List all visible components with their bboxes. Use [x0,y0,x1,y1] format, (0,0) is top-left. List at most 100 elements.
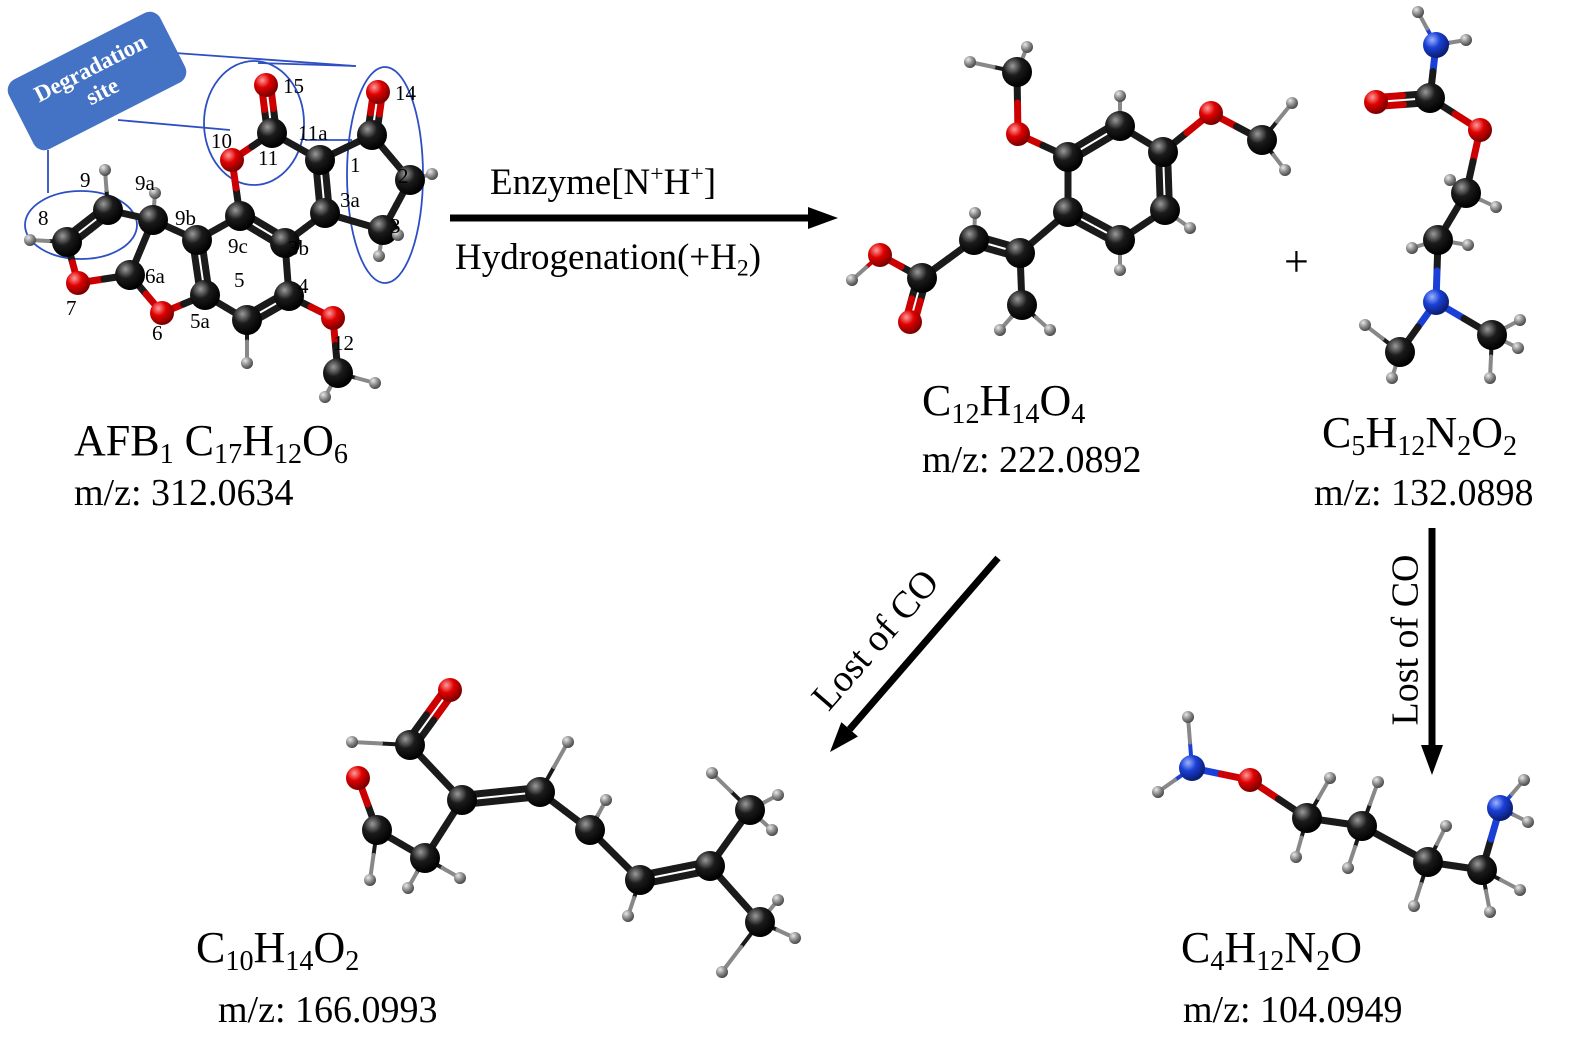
product1-atom-carbon [1247,125,1277,155]
product2-atom-carbon [1385,337,1415,367]
product3-atom-carbon [625,865,655,895]
afb1-formula: AFB1 C17H12O6 [74,416,348,469]
product3-atom-hydrogen [789,932,801,944]
product3-atom-carbon [735,795,765,825]
afb1-atom-hydrogen [24,234,36,246]
product1-atom-hydrogen [1021,41,1033,53]
plus-sign: + [1284,237,1309,286]
product4-mz: m/z: 104.0949 [1183,989,1403,1031]
afb1-atom-number: 9c [228,234,248,258]
product1-atom-oxygen [1006,122,1030,146]
product2-mz: m/z: 132.0898 [1314,472,1534,514]
product2-atom-hydrogen [1512,342,1524,354]
p4-c-n: 4 [1210,945,1225,977]
afb1-c: C [184,416,215,465]
hydrogenation-sub: 2 [736,255,749,282]
product1-atom-hydrogen [1114,90,1126,102]
product1-atom-hydrogen [1286,97,1298,109]
hydrogenation-label: Hydrogenation(+H2) [455,238,761,281]
afb1-atom-carbon [115,260,145,290]
afb1-atom-number: 3 [390,214,401,238]
afb1-atom-hydrogen [426,168,438,180]
afb1-atom-carbon [323,358,353,388]
product2-atom-nitrogen [1423,32,1449,58]
product4-atom-carbon [1467,855,1497,885]
product4-atom-hydrogen [1152,786,1164,798]
atoms [24,6,1534,978]
product4-formula: C4H12N2O [1181,923,1363,977]
afb1-atom-number: 11 [258,146,278,170]
product4-atom-hydrogen [1518,774,1530,786]
afb1-atom-oxygen [150,301,174,325]
product3-atom-carbon [575,815,605,845]
afb1-atom-number: 4 [298,274,309,298]
product3-atom-carbon [410,843,440,873]
afb1-atom-number: 6a [145,264,166,288]
product3-atom-hydrogen [622,910,634,922]
product4-atom-hydrogen [1440,820,1452,832]
product3-atom-carbon [362,815,392,845]
afb1-atom-number: 3b [288,236,309,260]
product4-atom-hydrogen [1408,900,1420,912]
afb1-atom-carbon [305,145,335,175]
afb1-h: H [242,416,274,465]
product4-atom-carbon [1347,811,1377,841]
loss-co-arrow-left-shaft [846,555,1001,732]
product4-atom-hydrogen [1290,851,1302,863]
product1-atom-carbon [1002,57,1032,87]
enzyme-close: ] [703,162,717,203]
product4-atom-hydrogen [1342,862,1354,874]
product3-atom-hydrogen [706,767,718,779]
product3-atom-hydrogen [562,736,574,748]
afb1-atom-carbon [138,205,168,235]
afb1-atom-hydrogen [373,250,385,262]
afb1-atom-number: 5a [190,309,211,333]
annotation-connector [117,119,231,131]
afb1-atom-number: 1 [350,153,361,177]
product3-atom-hydrogen [772,789,784,801]
product2-atom-hydrogen [1514,314,1526,326]
product4-atom-hydrogen [1182,711,1194,723]
product1-atom-hydrogen [964,56,976,68]
product1-atom-oxygen [898,310,922,334]
product2-atom-nitrogen [1423,289,1449,315]
afb1-atom-carbon [190,280,220,310]
afb1-atom-carbon [52,227,82,257]
afb1-h-n: 12 [273,438,303,470]
product1-atom-hydrogen [969,207,981,219]
product4-atom-hydrogen [1522,816,1534,828]
enzyme-h: H [663,162,691,203]
product2-atom-hydrogen [1490,201,1502,213]
afb1-atom-number: 9 [80,168,91,192]
reaction-arrows [450,207,1443,775]
enzyme-sup2: + [690,160,704,187]
product2-atom-carbon [1477,320,1507,350]
product1-atom-carbon [1007,290,1037,320]
product3-atom-oxygen [346,766,370,790]
afb1-atom-carbon [93,195,123,225]
afb1-atom-number: 11a [298,121,328,145]
product2-atom-carbon [1415,83,1445,113]
afb1-atom-number: 3a [340,188,361,212]
afb1-atom-number: 15 [283,74,304,98]
afb1-atom-number: 6 [152,321,163,345]
product1-atom-hydrogen [1279,164,1291,176]
afb1-o: O [302,416,334,465]
product4-atom-carbon [1413,847,1443,877]
afb1-atom-carbon [257,118,287,148]
product2-atom-hydrogen [1460,34,1472,46]
product2-atom-oxygen [1364,90,1388,114]
afb1-atom-number: 12 [333,331,354,355]
afb1-o-n: 6 [333,438,348,470]
p3-h-n: 14 [285,945,314,977]
p2-h-n: 12 [1397,430,1426,462]
product2-atom-oxygen [1468,118,1492,142]
product1-atom-carbon [1148,137,1178,167]
product1-atom-carbon [1053,197,1083,227]
product2-atom-carbon [1423,225,1453,255]
afb1-atom-oxygen [254,73,278,97]
product4-atom-nitrogen [1179,755,1205,781]
enzyme-text: Enzyme[N [490,162,651,203]
afb1-atom-hydrogen [369,377,381,389]
